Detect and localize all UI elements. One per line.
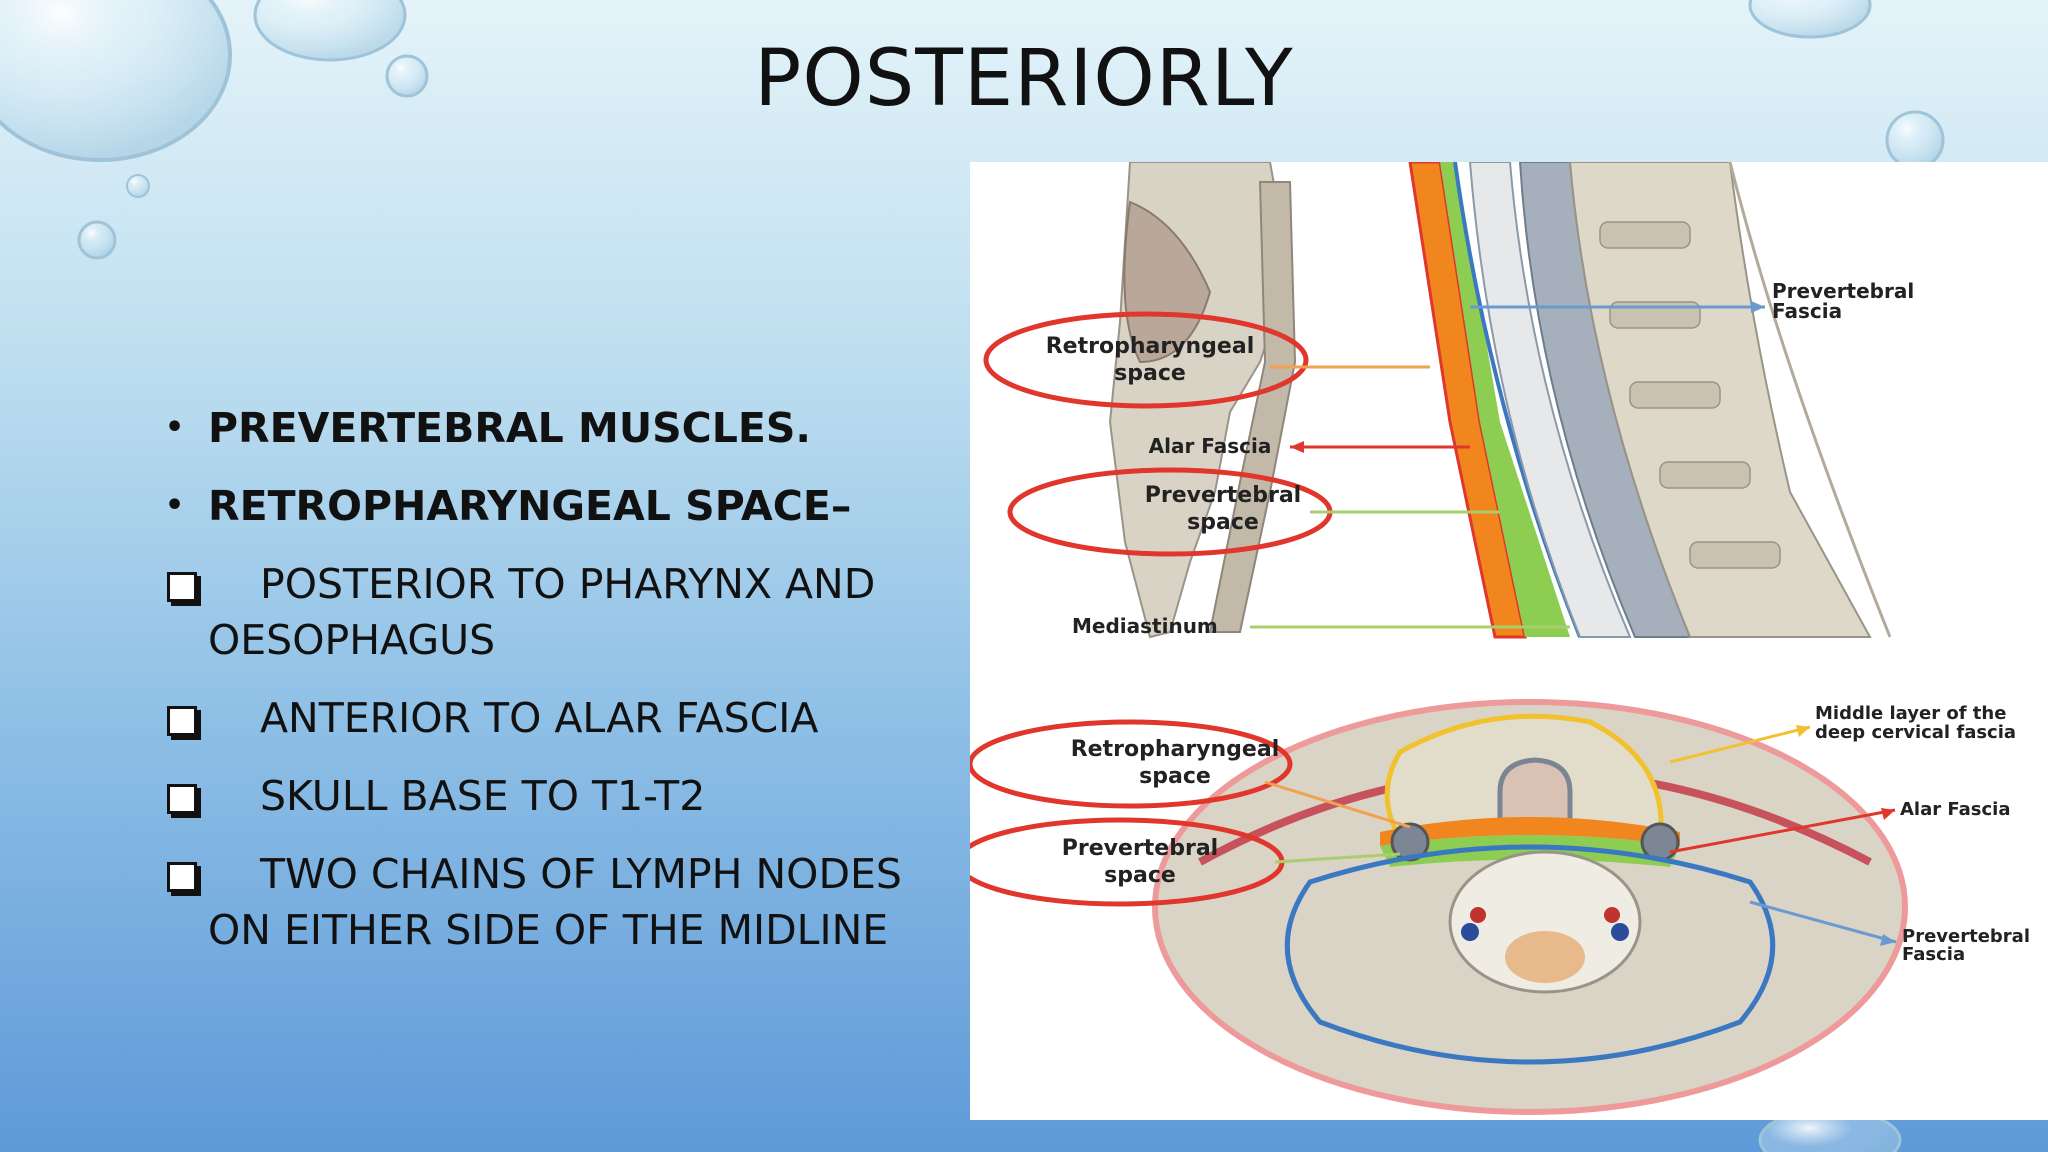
bullet-dot-icon: • bbox=[165, 488, 185, 523]
label-retropharyngeal-2: space bbox=[1114, 361, 1186, 386]
sagittal-neck-illustration bbox=[1108, 162, 1892, 639]
anatomy-illustration: Retropharyngeal space Alar Fascia Prever… bbox=[970, 162, 2030, 1115]
anatomy-figure: Retropharyngeal space Alar Fascia Prever… bbox=[970, 162, 2048, 1120]
label-prevertebral-fascia-2: Fascia bbox=[1772, 299, 1842, 323]
label-axial-retropharyngeal-2: space bbox=[1139, 764, 1211, 789]
bullet-text: TWO CHAINS OF LYMPH NODES ON EITHER SIDE… bbox=[208, 850, 902, 954]
bullet-dot-icon: • bbox=[165, 410, 185, 445]
sagittal-labels: Retropharyngeal space Alar Fascia Prever… bbox=[983, 279, 1914, 638]
bullet-item-retropharyngeal-space: • RETROPHARYNGEAL SPACE– bbox=[165, 478, 955, 534]
bullet-item-prevertebral-muscles: • PREVERTEBRAL MUSCLES. bbox=[165, 400, 955, 456]
label-axial-prevertebral: Prevertebral bbox=[1062, 836, 1218, 861]
bullet-item-posterior: POSTERIOR TO PHARYNX AND OESOPHAGUS bbox=[165, 556, 955, 668]
label-axial-prevertebral-fascia-2: Fascia bbox=[1902, 944, 1965, 965]
label-axial-retropharyngeal: Retropharyngeal bbox=[1071, 737, 1280, 762]
bullet-text: PREVERTEBRAL MUSCLES. bbox=[208, 404, 811, 452]
label-mediastinum: Mediastinum bbox=[1072, 614, 1218, 638]
label-axial-prevertebral-2: space bbox=[1104, 863, 1176, 888]
bullet-text: ANTERIOR TO ALAR FASCIA bbox=[260, 694, 819, 742]
label-prevertebral-fascia: Prevertebral bbox=[1772, 279, 1914, 303]
checkbox-bullet-icon bbox=[167, 862, 197, 892]
bullet-item-lymph-nodes: TWO CHAINS OF LYMPH NODES ON EITHER SIDE… bbox=[165, 846, 955, 958]
label-prevertebral-space: Prevertebral bbox=[1145, 483, 1301, 508]
checkbox-bullet-icon bbox=[167, 784, 197, 814]
checkbox-bullet-icon bbox=[167, 572, 197, 602]
bullet-text: RETROPHARYNGEAL SPACE– bbox=[208, 482, 852, 530]
axial-labels: Retropharyngeal space Prevertebral space… bbox=[970, 703, 2030, 965]
slide-title: POSTERIORLY bbox=[754, 34, 1294, 124]
label-axial-alar-fascia: Alar Fascia bbox=[1900, 799, 2010, 820]
bullet-text: POSTERIOR TO PHARYNX AND OESOPHAGUS bbox=[208, 560, 876, 664]
bullet-text: SKULL BASE TO T1-T2 bbox=[260, 772, 706, 820]
label-axial-prevertebral-fascia: Prevertebral bbox=[1902, 926, 2030, 947]
label-prevertebral-space-2: space bbox=[1187, 510, 1259, 535]
checkbox-bullet-icon bbox=[167, 706, 197, 736]
label-middle-layer: Middle layer of the bbox=[1815, 703, 2006, 724]
axial-neck-illustration bbox=[1152, 699, 1908, 1115]
bullet-item-anterior: ANTERIOR TO ALAR FASCIA bbox=[165, 690, 955, 746]
label-retropharyngeal: Retropharyngeal bbox=[1046, 334, 1255, 359]
bullet-list: • PREVERTEBRAL MUSCLES. • RETROPHARYNGEA… bbox=[165, 400, 955, 980]
bullet-item-skull-base: SKULL BASE TO T1-T2 bbox=[165, 768, 955, 824]
label-alar-fascia: Alar Fascia bbox=[1149, 434, 1272, 458]
label-middle-layer-2: deep cervical fascia bbox=[1815, 722, 2016, 743]
